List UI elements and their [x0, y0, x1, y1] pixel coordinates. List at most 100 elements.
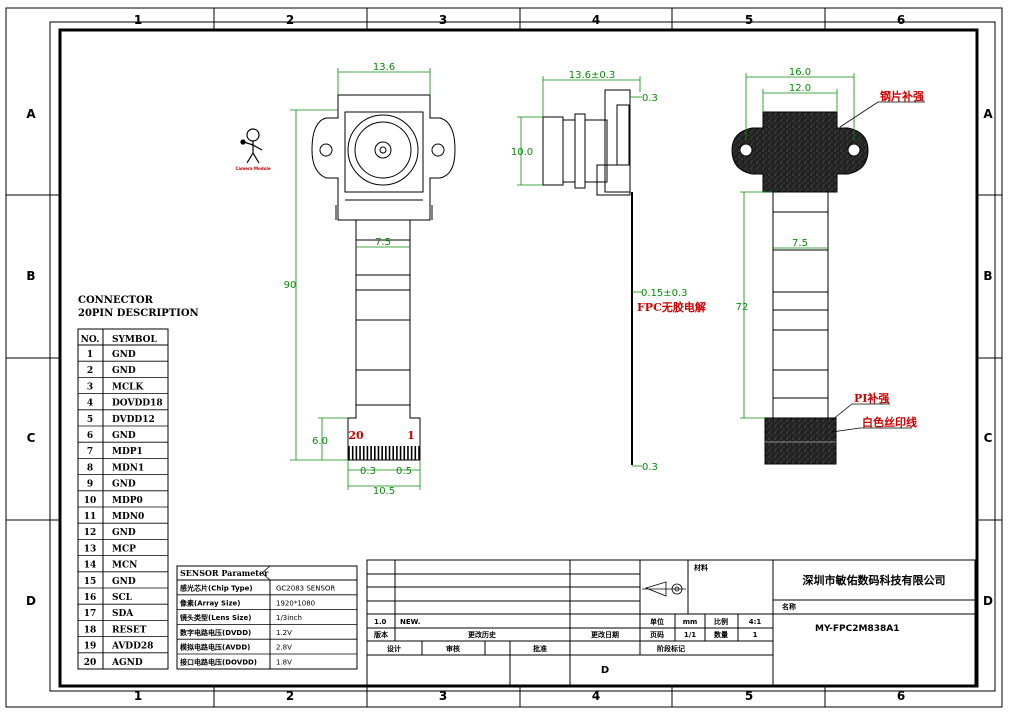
pin-symbol: GND — [112, 528, 136, 538]
side-dimensions — [517, 76, 642, 467]
pin-table-header-symbol: SYMBOL — [112, 335, 158, 345]
contact-pins — [348, 446, 420, 460]
sensor-param-value: 1.2V — [276, 629, 292, 637]
pin-number: 5 — [87, 415, 93, 425]
pin-number: 4 — [87, 399, 93, 409]
sensor-param-value: 2.8V — [276, 644, 292, 652]
connector-heading: CONNECTOR — [78, 295, 154, 306]
logo-caption: Camera Module — [235, 166, 270, 171]
pin-symbol: GND — [112, 366, 136, 376]
col-label-top-1: 1 — [134, 13, 142, 27]
pin-symbol: GND — [112, 480, 136, 490]
pin-symbol: GND — [112, 431, 136, 441]
pin-number: 9 — [87, 480, 93, 490]
fpc-note: FPC无胶电解 — [637, 300, 706, 314]
rev-text: NEW. — [400, 618, 420, 626]
row-label-right-b: B — [983, 269, 992, 283]
back-view — [731, 111, 869, 465]
stage-label: 阶段标记 — [657, 644, 685, 653]
sensor-param-label: 像素(Array Size) — [179, 598, 241, 607]
zone-ticks — [6, 8, 1002, 707]
col-label-bottom-4: 4 — [592, 689, 600, 703]
row-label-right-a: A — [983, 107, 993, 121]
pin-number: 16 — [84, 593, 97, 603]
approve-label: 批准 — [533, 644, 547, 653]
pin-number: 10 — [84, 496, 97, 506]
company-name: 深圳市敏佑数码科技有限公司 — [803, 573, 946, 587]
pin-symbol: SCL — [112, 593, 133, 603]
side-view — [542, 89, 633, 465]
pin-symbol: SDA — [112, 609, 134, 619]
pin-number: 11 — [84, 512, 97, 522]
row-label-left-b: B — [26, 269, 35, 283]
pin-symbol: MDP1 — [112, 447, 143, 457]
scale-value: 4:1 — [749, 618, 762, 626]
sensor-param-label: 接口电路电压(DOVDD) — [180, 658, 257, 667]
row-label-right-c: C — [984, 431, 993, 445]
rev-no: 1.0 — [374, 618, 387, 626]
pin-symbol: MCLK — [112, 382, 144, 392]
pin-symbol: AVDD28 — [111, 642, 153, 652]
dim-side-height: 10.0 — [511, 147, 533, 158]
pin-number: 8 — [87, 463, 93, 473]
col-label-top-6: 6 — [897, 13, 905, 27]
page-value: 1/1 — [684, 631, 696, 639]
connector-subheading: 20PIN DESCRIPTION — [78, 308, 199, 319]
dim-side-width: 13.6±0.3 — [569, 70, 616, 81]
pin-number: 13 — [84, 544, 97, 554]
page-label: 页码 — [650, 631, 664, 639]
sensor-table: SENSOR Parameter 感光芯片(Chip Type)GC2083 S… — [176, 565, 358, 670]
pin-symbol: DOVDD18 — [112, 399, 163, 409]
part-number: MY-FPC2M838A1 — [815, 624, 899, 634]
pin-symbol: MDN0 — [112, 512, 144, 522]
pin-symbol: MDP0 — [112, 496, 143, 506]
projection-symbol-icon — [642, 581, 686, 597]
pin-label-last: 1 — [407, 429, 415, 442]
sensor-param-label: 感光芯片(Chip Type) — [180, 584, 253, 593]
qty-label: 数量 — [714, 630, 728, 639]
stick-figure-logo — [240, 128, 263, 164]
dim-side-fpc-thickness: 0.15±0.3 — [641, 288, 688, 299]
col-label-top-2: 2 — [286, 13, 294, 27]
col-label-top-5: 5 — [745, 13, 753, 27]
unit-label: 单位 — [650, 617, 664, 626]
col-label-bottom-5: 5 — [745, 689, 753, 703]
dim-front-pitch-left: 0.3 — [360, 466, 376, 477]
pin-number: 14 — [84, 561, 97, 571]
version-label: 版本 — [374, 630, 388, 639]
pin-number: 2 — [87, 366, 93, 376]
dim-back-inner-width: 12.0 — [789, 83, 811, 94]
sensor-param-label: 数字电路电压(DVDD) — [180, 628, 251, 637]
material-label: 材料 — [693, 563, 708, 572]
pin-number: 3 — [87, 382, 93, 392]
date-label: 更改日期 — [591, 630, 619, 639]
pin-number: 17 — [84, 609, 97, 619]
dim-front-tail-width: 10.5 — [373, 486, 395, 497]
dim-side-bottom-tol: 0.3 — [642, 462, 658, 473]
title-block — [366, 559, 976, 687]
pin-symbol: RESET — [112, 625, 147, 635]
note-pi-stiffener: PI补强 — [854, 391, 889, 405]
pin-label-first: 20 — [348, 429, 364, 442]
pin-symbol: GND — [112, 577, 136, 587]
pin-symbol: MCP — [112, 544, 136, 554]
dim-front-length: 90 — [284, 280, 297, 291]
sensor-table-title: SENSOR Parameter — [180, 568, 269, 578]
check-label: 审核 — [446, 644, 460, 653]
outer-border — [5, 7, 1003, 708]
row-label-left-d: D — [26, 594, 36, 608]
dim-front-top-width: 13.6 — [373, 62, 395, 73]
sensor-param-value: 1/3inch — [276, 614, 302, 622]
leader-lines — [831, 101, 925, 433]
history-label: 更改历史 — [468, 630, 497, 639]
note-silkscreen-line: 白色丝印线 — [862, 415, 917, 429]
dim-back-outer-width: 16.0 — [789, 67, 811, 78]
col-label-bottom-3: 3 — [439, 689, 447, 703]
zone-border — [49, 21, 996, 692]
pin-symbol: DVDD12 — [112, 415, 155, 425]
col-label-bottom-1: 1 — [134, 689, 142, 703]
sensor-param-label: 镜头类型(Lens Size) — [180, 613, 251, 622]
dim-side-top-tol: 0.3 — [642, 93, 658, 104]
